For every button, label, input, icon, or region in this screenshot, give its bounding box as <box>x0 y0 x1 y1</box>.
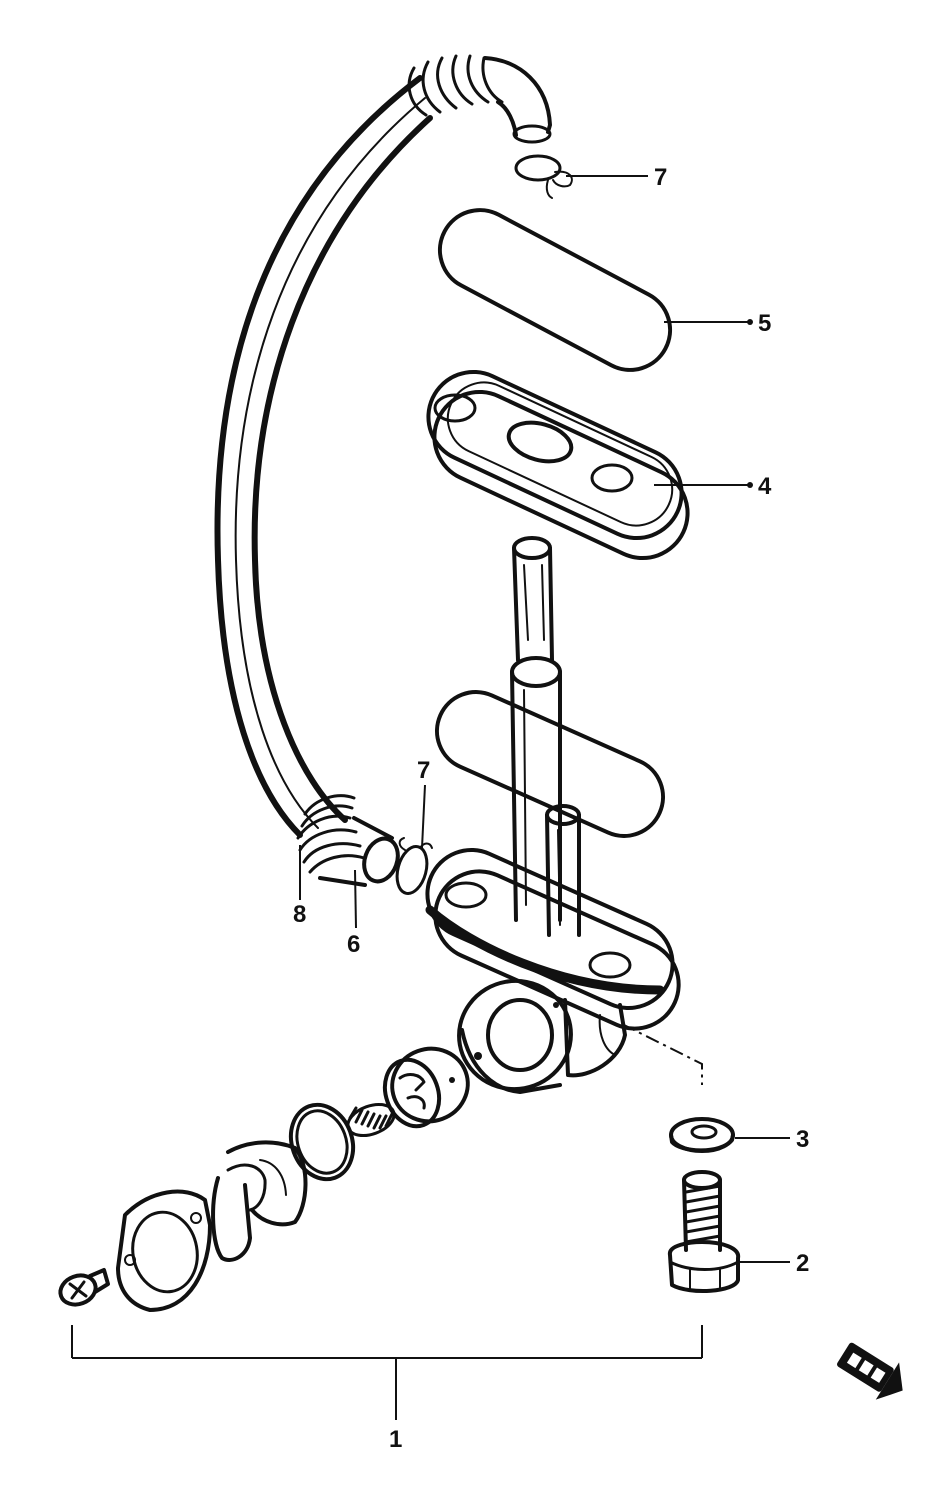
valve-body <box>425 848 681 1094</box>
hose-ribbing-top <box>407 54 504 117</box>
front-arrow-icon <box>837 1342 903 1400</box>
callout-1: 1 <box>389 1426 402 1453</box>
tap-rotor <box>382 1046 470 1129</box>
callout-5: 5 <box>758 310 771 337</box>
callout-3: 3 <box>796 1126 809 1153</box>
assembly-bracket <box>71 1325 703 1420</box>
hose-clip-top <box>514 154 573 199</box>
callout-7-top: 7 <box>654 164 667 191</box>
assembly-centerline <box>621 1023 703 1085</box>
hose-clip-lower <box>395 837 433 895</box>
bolt <box>668 1170 741 1293</box>
leader-dot-5 <box>747 319 753 325</box>
reserve-pipe <box>545 804 581 937</box>
callout-2: 2 <box>796 1250 809 1277</box>
o-ring-top <box>437 208 673 372</box>
callout-8: 8 <box>293 901 306 928</box>
tap-o-ring <box>288 1102 356 1182</box>
gasket-plate <box>426 369 690 561</box>
tap-lever <box>211 1140 308 1262</box>
callout-6: 6 <box>347 931 360 958</box>
callout-7-lower: 7 <box>417 757 430 784</box>
leader-lines <box>299 175 790 1263</box>
hose-ribbing-bottom <box>296 794 366 874</box>
fuel-hose <box>214 54 552 887</box>
o-ring-middle <box>435 690 665 838</box>
callout-4: 4 <box>758 473 772 500</box>
leader-dot-4 <box>747 482 753 488</box>
washer <box>669 1117 735 1153</box>
fuel-strainer-pipe <box>510 536 562 922</box>
screw <box>58 1268 110 1307</box>
tap-cover-plate <box>116 1189 212 1312</box>
